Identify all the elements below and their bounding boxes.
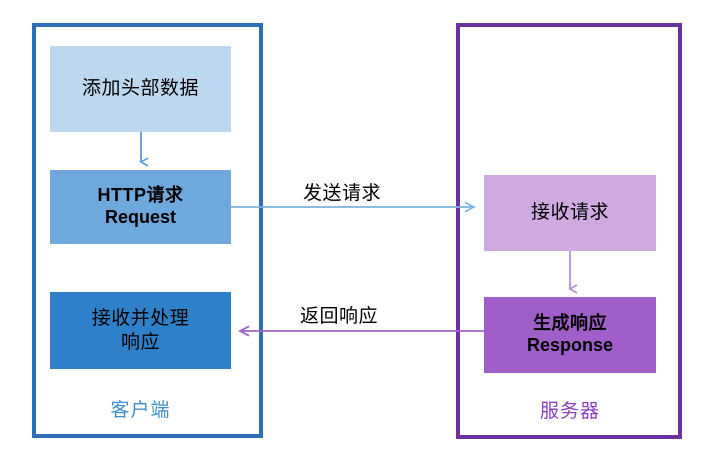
node-generate-response[interactable]: 生成响应 Response bbox=[484, 297, 656, 373]
connector-label-return-response: 返回响应 bbox=[300, 306, 379, 327]
server-panel-label: 服务器 bbox=[539, 401, 600, 422]
client-panel-label: 客户端 bbox=[110, 400, 171, 421]
node-receive-and-process-response-line-2: 响应 bbox=[120, 331, 160, 353]
node-generate-response-line-2: Response bbox=[526, 335, 614, 355]
node-http-request[interactable]: HTTP请求 Request bbox=[50, 170, 231, 244]
node-receive-and-process-response[interactable]: 接收并处理 响应 bbox=[50, 292, 231, 369]
node-add-header-data-line-1: 添加头部数据 bbox=[81, 78, 199, 100]
node-receive-and-process-response-line-1: 接收并处理 bbox=[91, 308, 190, 330]
node-add-header-data[interactable]: 添加头部数据 bbox=[50, 46, 231, 132]
node-receive-request[interactable]: 接收请求 bbox=[484, 175, 656, 251]
node-http-request-line-2: Request bbox=[104, 207, 176, 227]
connector-label-send-request: 发送请求 bbox=[303, 183, 382, 204]
node-http-request-line-1: HTTP请求 bbox=[97, 185, 184, 206]
node-generate-response-line-1: 生成响应 bbox=[533, 313, 607, 334]
node-receive-request-line-1: 接收请求 bbox=[530, 202, 609, 224]
